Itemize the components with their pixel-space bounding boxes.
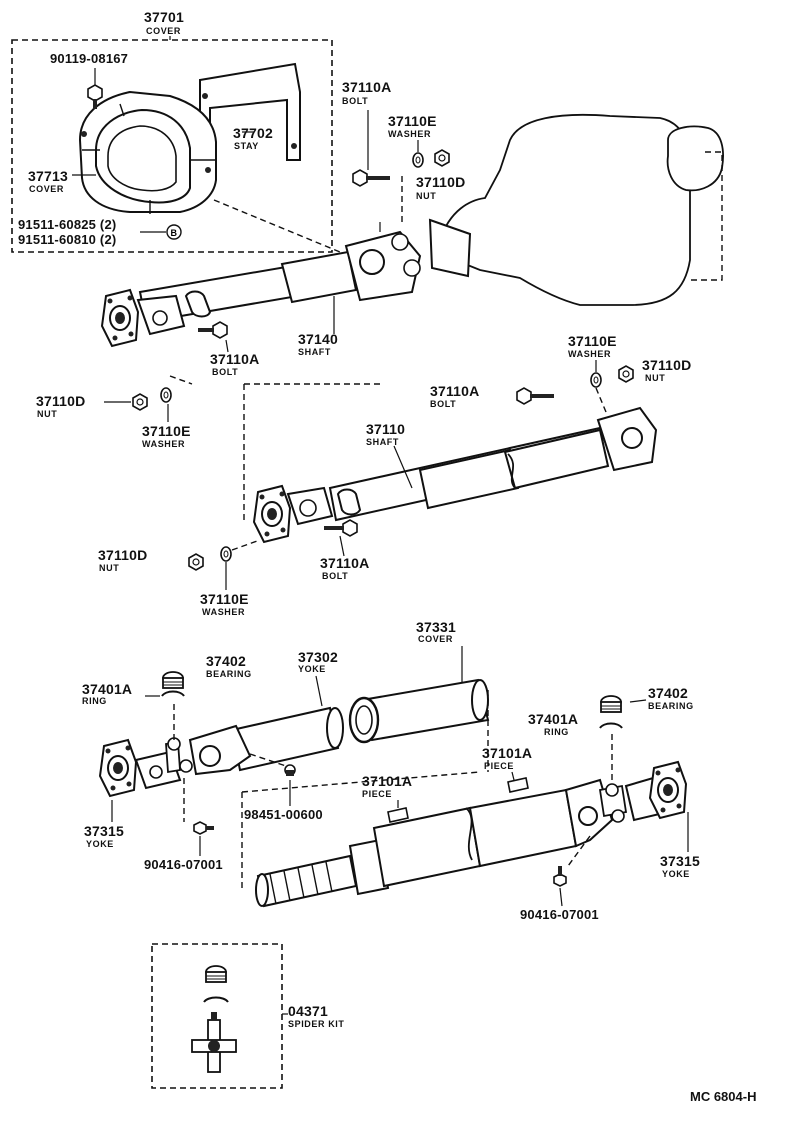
label-washer-top-name: WASHER — [388, 129, 432, 139]
label-bolt-top-name: BOLT — [342, 96, 369, 106]
label-bearing-right-name: BEARING — [648, 701, 694, 711]
label-ring-left-name: RING — [82, 696, 107, 706]
label-piece-right-number: 37101A — [482, 745, 533, 761]
label-yoke-right-name: YOKE — [662, 869, 690, 879]
label-37701-number: 37701 — [144, 9, 184, 25]
label-bolt-front-number: 37110A — [210, 351, 260, 367]
label-bolt-top-number: 37110A — [342, 79, 392, 95]
label-37713-name: COVER — [29, 184, 65, 194]
label-washer-right-number: 37110E — [568, 333, 617, 349]
cover-assembly-group: B — [11, 36, 341, 253]
label-yoke-right-number: 37315 — [660, 853, 700, 869]
left-fasteners — [104, 375, 193, 422]
label-yoke-left-number: 37315 — [84, 823, 124, 839]
label-piece-left-number: 37101A — [362, 773, 413, 789]
label-nut-low-name: NUT — [99, 563, 120, 573]
label-piece-right-name: PIECE — [484, 761, 515, 771]
label-37140-number: 37140 — [298, 331, 338, 347]
label-98451-number: 98451-00600 — [244, 807, 323, 822]
label-90119-number: 90119-08167 — [50, 51, 129, 66]
label-bolt-right-number: 37110A — [430, 383, 480, 399]
label-04371-number: 04371 — [288, 1003, 328, 1019]
label-bearing-left-number: 37402 — [206, 653, 246, 669]
label-37331-number: 37331 — [416, 619, 456, 635]
diagram-code: MC 6804-H — [690, 1089, 757, 1104]
label-37110-number: 37110 — [366, 421, 406, 437]
top-fasteners — [352, 110, 450, 187]
propeller-shaft-37110 — [188, 360, 658, 590]
label-ring-right-number: 37401A — [528, 711, 579, 727]
label-washer-low-number: 37110E — [200, 591, 249, 607]
label-04371-name: SPIDER KIT — [288, 1019, 345, 1029]
label-37302-number: 37302 — [298, 649, 338, 665]
label-washer-right-name: WASHER — [568, 349, 612, 359]
label-bolt-right-name: BOLT — [430, 399, 457, 409]
label-37302-name: YOKE — [298, 664, 326, 674]
label-37702-number: 37702 — [233, 125, 273, 141]
label-nut-top-number: 37110D — [416, 174, 466, 190]
label-37331-name: COVER — [418, 634, 454, 644]
label-91511-60810: 91511-60810 (2) — [18, 232, 117, 247]
label-washer-top-number: 37110E — [388, 113, 437, 129]
label-37713-number: 37713 — [28, 168, 68, 184]
label-nut-top-name: NUT — [416, 191, 437, 201]
label-37140-name: SHAFT — [298, 347, 331, 357]
label-bolt-front-name: BOLT — [212, 367, 239, 377]
label-37702-name: STAY — [234, 141, 259, 151]
label-fitting-left-number: 90416-07001 — [144, 857, 223, 872]
propeller-shaft-37140 — [101, 176, 422, 353]
spider-kit-group — [151, 943, 288, 1089]
lower-shaft-assembly — [99, 646, 689, 908]
label-ring-right-name: RING — [544, 727, 569, 737]
label-nut-left-number: 37110D — [36, 393, 86, 409]
label-91511-60825: 91511-60825 (2) — [18, 217, 117, 232]
label-nut-low-number: 37110D — [98, 547, 148, 563]
label-ring-left-number: 37401A — [82, 681, 133, 697]
label-fitting-right-number: 90416-07001 — [520, 907, 599, 922]
label-nut-right-name: NUT — [645, 373, 666, 383]
label-nut-right-number: 37110D — [642, 357, 692, 373]
label-bearing-left-name: BEARING — [206, 669, 252, 679]
transmission-outline — [428, 113, 724, 306]
label-bolt-low-name: BOLT — [322, 571, 349, 581]
label-37701-name: COVER — [146, 26, 182, 36]
label-yoke-left-name: YOKE — [86, 839, 114, 849]
label-washer-left-number: 37110E — [142, 423, 191, 439]
label-bearing-right-number: 37402 — [648, 685, 688, 701]
svg-text:B: B — [171, 228, 178, 238]
label-37110-name: SHAFT — [366, 437, 399, 447]
label-piece-left-name: PIECE — [362, 789, 393, 799]
label-bolt-low-number: 37110A — [320, 555, 370, 571]
label-washer-low-name: WASHER — [202, 607, 246, 617]
label-nut-left-name: NUT — [37, 409, 58, 419]
label-washer-left-name: WASHER — [142, 439, 186, 449]
